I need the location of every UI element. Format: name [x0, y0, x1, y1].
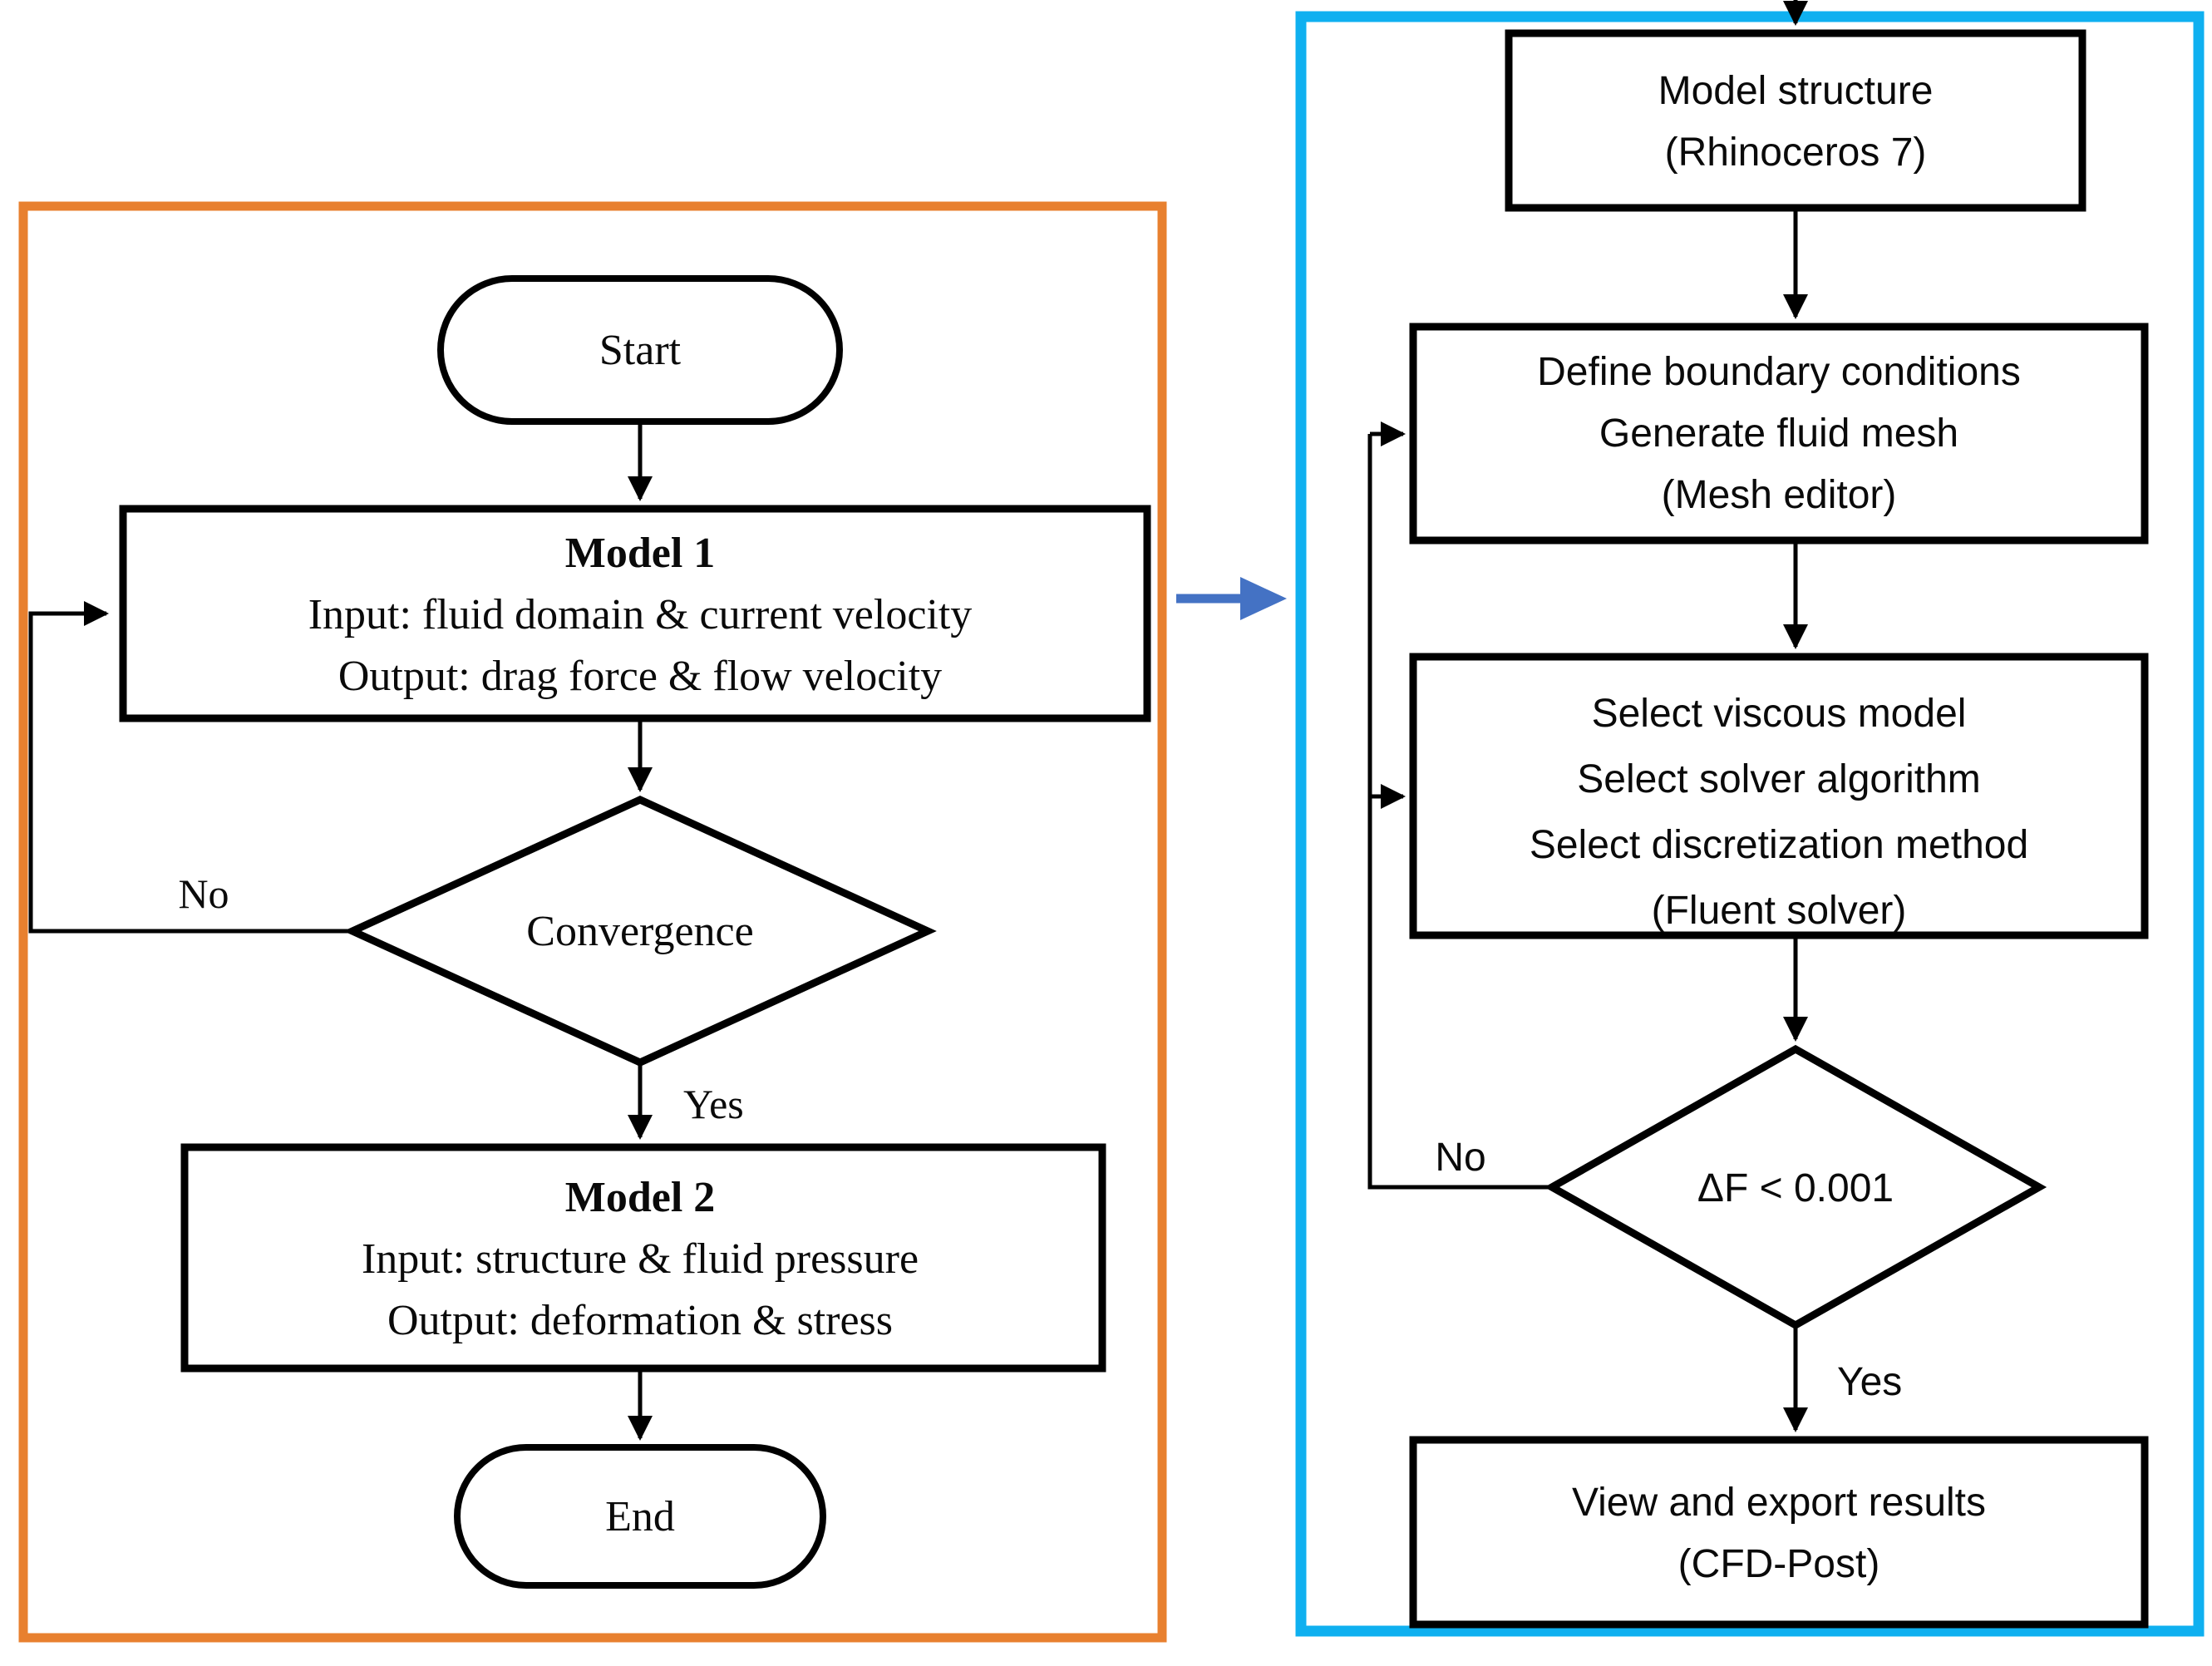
panel-link-arrow — [1176, 577, 1287, 620]
edge-convergence-no-loop — [28, 601, 352, 934]
panel-link-arrowhead-icon — [1240, 577, 1287, 620]
step1-line-2: (Rhinoceros 7) — [1665, 131, 1927, 175]
left-flowchart: Start Model 1 Input: fluid domain & curr… — [18, 201, 1167, 1643]
step3-line-2: Select solver algorithm — [1577, 757, 1981, 801]
step2-node — [1409, 323, 2149, 545]
step2-line-1: Define boundary conditions — [1537, 350, 2021, 394]
right-panel-frame — [1295, 11, 2205, 1637]
convergence-label: Convergence — [526, 908, 753, 955]
step3-line-4: (Fluent solver) — [1652, 889, 1907, 933]
yes-label-right: Yes — [1837, 1360, 1902, 1404]
no-label-right: No — [1435, 1136, 1485, 1180]
no-label-left: No — [178, 870, 229, 917]
step4-node — [1409, 1436, 2149, 1629]
model1-line-2: Output: drag force & flow velocity — [338, 653, 942, 700]
step1-line-1: Model structure — [1658, 69, 1934, 113]
end-node — [454, 1444, 826, 1589]
end-label: End — [605, 1493, 675, 1540]
step2-line-3: (Mesh editor) — [1662, 473, 1897, 517]
start-label: Start — [599, 327, 682, 374]
step3-line-1: Select viscous model — [1592, 692, 1967, 736]
model1-title: Model 1 — [565, 530, 716, 577]
model1-node — [119, 505, 1151, 722]
model2-line-2: Output: deformation & stress — [387, 1297, 893, 1344]
model2-node — [180, 1143, 1106, 1373]
model1-line-1: Input: fluid domain & current velocity — [308, 591, 973, 638]
step4-line-1: View and export results — [1572, 1481, 1986, 1525]
model2-line-1: Input: structure & fluid pressure — [362, 1235, 919, 1283]
right-flowchart: Model structure (Rhinoceros 7) Define bo… — [1295, 0, 2205, 1637]
model2-title: Model 2 — [565, 1174, 716, 1221]
step3-node — [1409, 653, 2149, 939]
yes-label-left: Yes — [683, 1081, 744, 1127]
deltaf-label: ΔF < 0.001 — [1697, 1166, 1894, 1210]
step4-line-2: (CFD-Post) — [1678, 1542, 1880, 1586]
left-panel-frame — [18, 201, 1167, 1643]
step1-node — [1505, 29, 2086, 212]
step3-line-3: Select discretization method — [1530, 823, 2028, 867]
step2-line-2: Generate fluid mesh — [1599, 412, 1958, 456]
edge-deltaf-no-loop — [1367, 434, 1552, 1190]
